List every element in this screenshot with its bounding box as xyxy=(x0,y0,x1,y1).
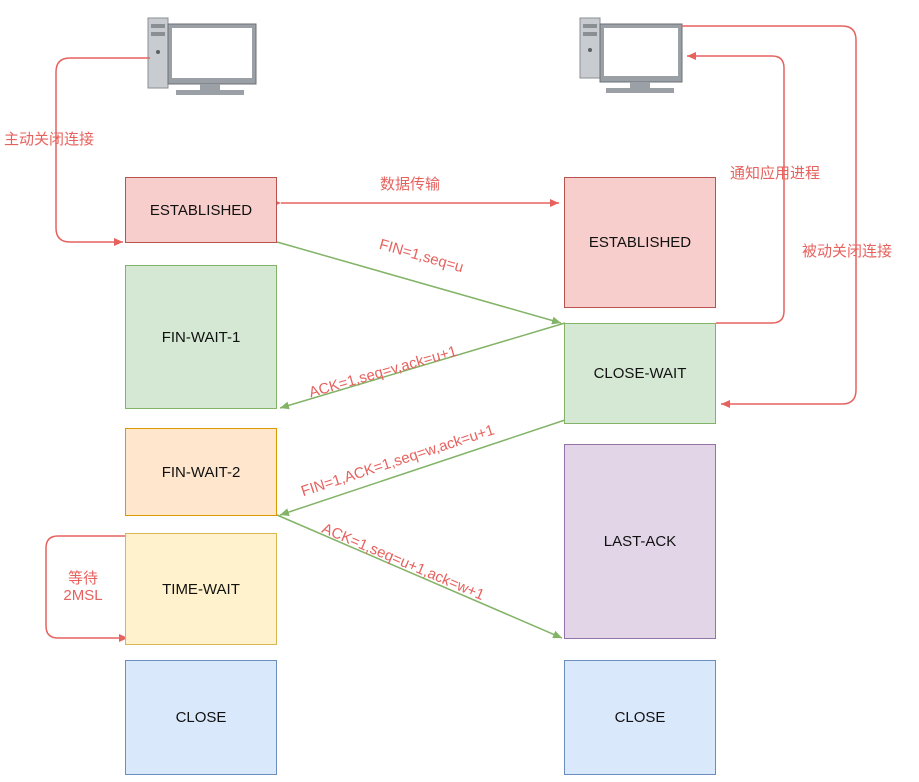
wait-label-line2: 2MSL xyxy=(63,587,103,605)
client-computer-icon xyxy=(147,17,257,95)
server-state-established: ESTABLISHED xyxy=(564,177,716,308)
client-state-close: CLOSE xyxy=(125,660,277,775)
passive-close-label: 被动关闭连接 xyxy=(802,243,893,260)
active-close-label: 主动关闭连接 xyxy=(4,131,95,148)
client-state-time-wait: TIME-WAIT xyxy=(125,533,277,645)
ack1-arrow xyxy=(279,322,566,410)
data-transfer-label: 数据传输 xyxy=(380,176,441,193)
fin1-arrow xyxy=(276,241,562,325)
notify-app-label: 通知应用进程 xyxy=(730,165,821,182)
server-computer-icon xyxy=(579,17,683,93)
ack2-arrow xyxy=(276,514,563,639)
client-state-fin-wait-2: FIN-WAIT-2 xyxy=(125,428,277,516)
server-state-last-ack: LAST-ACK xyxy=(564,444,716,639)
notify-app-connector xyxy=(687,52,785,324)
client-state-fin-wait-1: FIN-WAIT-1 xyxy=(125,265,277,409)
passive-close-connector xyxy=(682,25,857,408)
time-wait-loop xyxy=(45,535,130,642)
server-state-close-wait: CLOSE-WAIT xyxy=(564,323,716,424)
fin2-arrow xyxy=(279,419,566,516)
wait-label-line1: 等待 xyxy=(67,570,98,587)
wait-2msl-label: 等待 2MSL xyxy=(58,570,108,605)
client-state-established: ESTABLISHED xyxy=(125,177,277,243)
active-close-connector xyxy=(55,57,150,246)
server-state-close: CLOSE xyxy=(564,660,716,775)
